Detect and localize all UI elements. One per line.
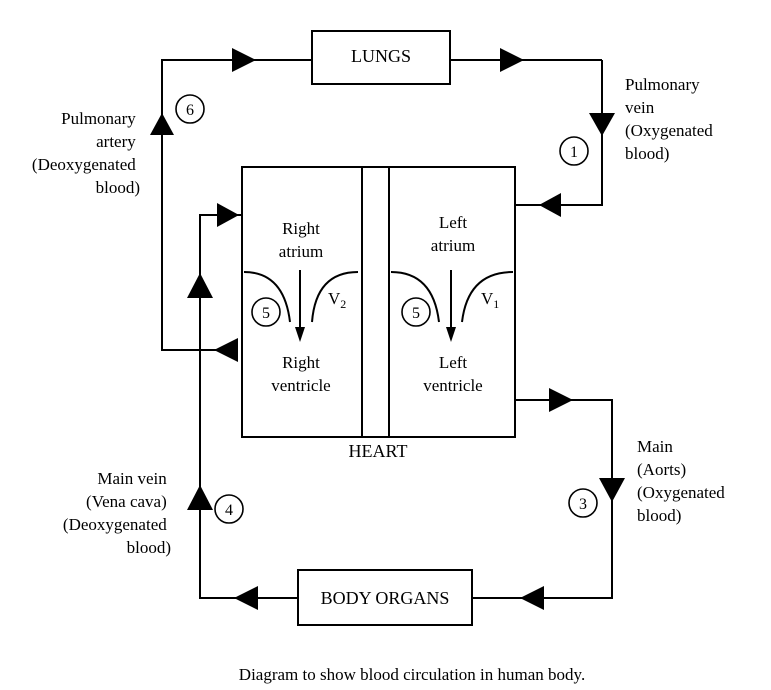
lungs-label: LUNGS xyxy=(351,46,411,66)
arrow-up-vena-cava-upper xyxy=(187,273,213,298)
vena-cava-label: Main vein (Vena cava) (Deoxygenated bloo… xyxy=(63,469,171,557)
left-valve-label: V1 xyxy=(481,289,499,311)
arrow-left-from-body-organs xyxy=(234,586,258,610)
svg-text:1: 1 xyxy=(570,144,578,161)
lungs-box xyxy=(311,30,451,85)
arrow-left-into-body-organs xyxy=(520,586,544,610)
arrow-right-into-right-atrium xyxy=(217,203,239,227)
heart-box xyxy=(241,166,516,438)
body-organs-label: BODY ORGANS xyxy=(321,588,450,608)
arrow-right-from-left-ventricle xyxy=(549,388,573,412)
svg-text:3: 3 xyxy=(579,496,587,513)
right-valve: V2 xyxy=(243,270,359,342)
svg-text:5: 5 xyxy=(412,305,420,322)
left-valve-right-flap xyxy=(461,271,514,323)
left-valve-flow-arrowhead xyxy=(446,327,456,342)
arrow-right-from-lungs xyxy=(500,48,524,72)
arrow-down-aorta xyxy=(599,478,625,502)
svg-text:6: 6 xyxy=(186,102,194,119)
left-valve-left-flap xyxy=(390,271,440,323)
heart-label: HEART xyxy=(349,441,408,461)
right-valve-label: V2 xyxy=(328,289,346,311)
arrow-up-vena-cava-lower xyxy=(187,485,213,510)
svg-text:5: 5 xyxy=(262,305,270,322)
step-5-right-marker: 5 xyxy=(251,297,281,327)
arrow-right-to-lungs xyxy=(232,48,256,72)
svg-text:4: 4 xyxy=(225,502,233,519)
aorta-label: Main (Aorts) (Oxygenated blood) xyxy=(637,437,729,525)
arrow-down-pulmonary-vein xyxy=(589,113,615,136)
arrow-left-into-left-atrium xyxy=(539,193,561,217)
right-valve-left-flap xyxy=(243,271,291,323)
diagram-caption: Diagram to show blood circulation in hum… xyxy=(239,665,585,684)
pulmonary-vein-line xyxy=(515,60,603,206)
step-3-marker: 3 xyxy=(568,488,598,518)
pulmonary-vein-label: Pulmonary vein (Oxygenated blood) xyxy=(625,75,717,163)
right-valve-flow-arrowhead xyxy=(295,327,305,342)
step-1-marker: 1 xyxy=(559,136,589,166)
step-6-marker: 6 xyxy=(175,94,205,124)
body-organs-box xyxy=(297,569,473,626)
right-valve-right-flap xyxy=(311,271,359,323)
arrow-up-pulmonary-artery xyxy=(150,113,174,135)
step-5-left-marker: 5 xyxy=(401,297,431,327)
left-valve: V1 xyxy=(390,270,514,342)
pulmonary-artery-label: Pulmonary artery (Deoxygenated blood) xyxy=(32,109,140,197)
step-4-marker: 4 xyxy=(214,494,244,524)
arrow-left-from-right-ventricle xyxy=(214,338,238,362)
flow-arrows xyxy=(150,48,625,610)
